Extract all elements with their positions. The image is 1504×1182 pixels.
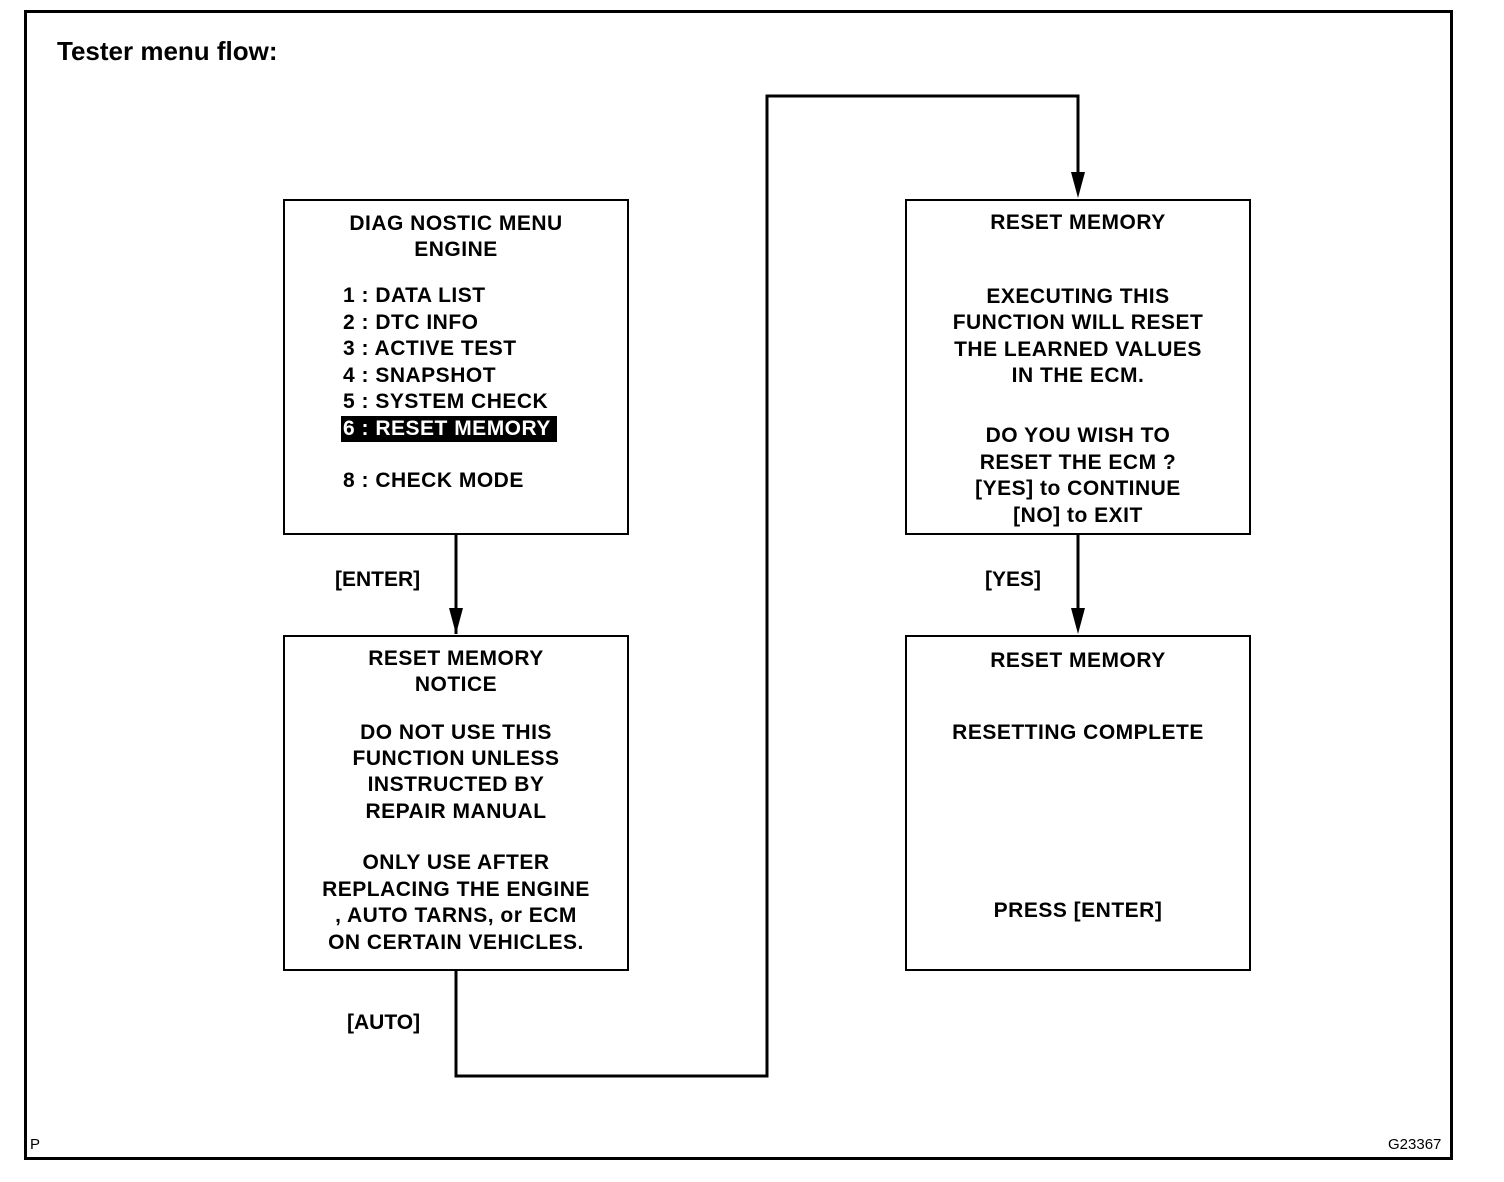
notice-header-line-2: NOTICE <box>414 673 498 696</box>
label-auto: [AUTO] <box>347 1011 421 1034</box>
arrowhead-enter <box>449 608 463 634</box>
menu-header-line-2: ENGINE <box>414 238 498 261</box>
arrow-auto <box>454 94 1080 1078</box>
notice-warning-line-1: DO NOT USE THIS <box>360 721 552 744</box>
corner-mark-left: P <box>30 1136 41 1153</box>
notice-instruction-line-4: ON CERTAIN VEHICLES. <box>328 931 584 954</box>
notice-warning-line-2: FUNCTION UNLESS <box>352 747 560 770</box>
confirm-question-line-1: DO YOU WISH TO <box>985 424 1171 447</box>
menu-item-reset-memory-selected: 6 : RESET MEMORY <box>341 415 557 442</box>
reset-notice-box: RESET MEMORY NOTICE DO NOT USE THIS FUNC… <box>283 635 629 971</box>
confirm-body-line-4: IN THE ECM. <box>1011 364 1145 387</box>
confirm-body-line-2: FUNCTION WILL RESET <box>952 311 1204 334</box>
confirm-header: RESET MEMORY <box>990 211 1166 234</box>
menu-item-check-mode: 8 : CHECK MODE <box>343 469 524 492</box>
arrowhead-auto <box>1071 172 1085 198</box>
complete-prompt: PRESS [ENTER] <box>993 899 1163 922</box>
menu-item-dtc-info: 2 : DTC INFO <box>343 310 479 334</box>
menu-item-snapshot: 4 : SNAPSHOT <box>343 363 497 387</box>
diagnostic-menu-box: DIAG NOSTIC MENU ENGINE 1 : DATA LIST 2 … <box>283 199 629 535</box>
confirm-question-line-2: RESET THE ECM ? <box>979 451 1177 474</box>
label-enter: [ENTER] <box>335 568 421 591</box>
diagram-title: Tester menu flow: <box>57 36 278 66</box>
notice-instruction-line-3: , AUTO TARNS, or ECM <box>335 904 577 927</box>
reset-complete-box: RESET MEMORY RESETTING COMPLETE PRESS [E… <box>905 635 1251 971</box>
notice-warning-line-3: INSTRUCTED BY <box>367 773 545 796</box>
notice-warning-line-4: REPAIR MANUAL <box>365 800 547 823</box>
confirm-question-line-4: [NO] to EXIT <box>1013 504 1143 527</box>
reset-confirm-box: RESET MEMORY EXECUTING THIS FUNCTION WIL… <box>905 199 1251 535</box>
diagram-frame <box>24 10 1453 1160</box>
figure-id: G23367 <box>1388 1136 1442 1153</box>
complete-status: RESETTING COMPLETE <box>952 721 1204 744</box>
menu-item-list: 1 : DATA LIST 2 : DTC INFO 3 : ACTIVE TE… <box>341 283 557 495</box>
menu-item-data-list: 1 : DATA LIST <box>343 284 486 307</box>
notice-instruction-line-2: REPLACING THE ENGINE <box>322 878 590 901</box>
arrowhead-yes <box>1071 608 1085 634</box>
confirm-body-line-1: EXECUTING THIS <box>986 285 1170 308</box>
label-yes: [YES] <box>985 568 1042 591</box>
complete-header: RESET MEMORY <box>990 649 1166 672</box>
notice-instruction-line-1: ONLY USE AFTER <box>362 851 550 874</box>
menu-header-line-1: DIAG NOSTIC MENU <box>349 212 563 235</box>
notice-header-line-1: RESET MEMORY <box>368 647 544 670</box>
confirm-body-line-3: THE LEARNED VALUES <box>954 338 1202 361</box>
confirm-question-line-3: [YES] to CONTINUE <box>975 477 1181 500</box>
menu-item-system-check: 5 : SYSTEM CHECK <box>343 390 549 413</box>
menu-item-active-test: 3 : ACTIVE TEST <box>343 337 517 360</box>
